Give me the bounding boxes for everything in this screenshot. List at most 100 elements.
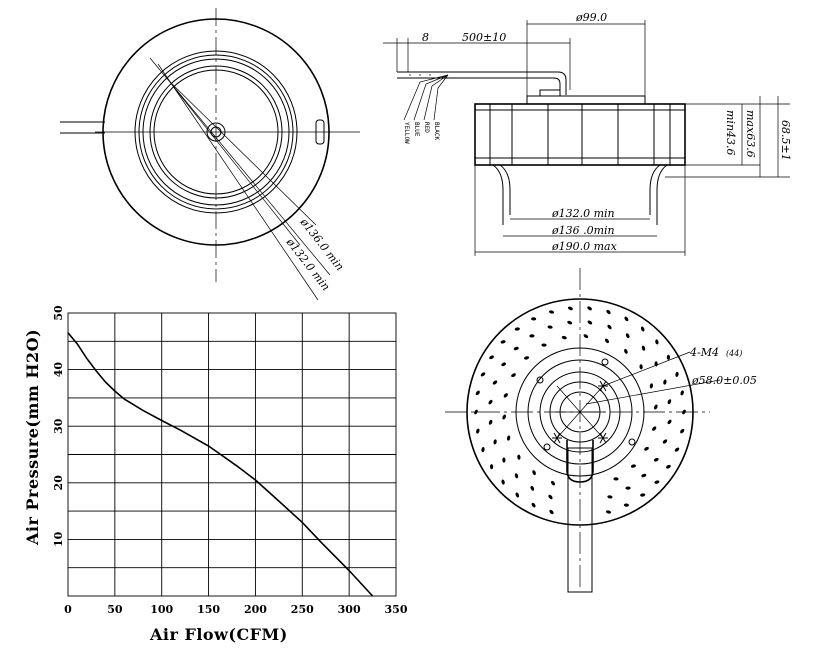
dim-holes-label: 4-M4	[689, 346, 719, 359]
dim-lead-label: 500±10	[462, 31, 506, 44]
series-line	[67, 332, 374, 597]
perforation-dot	[529, 334, 535, 338]
wire-label-2: RED	[423, 122, 430, 133]
perforation-dot	[480, 372, 486, 377]
perforation-dot	[605, 510, 612, 514]
perforation-dot	[475, 390, 480, 396]
perforation-dot	[488, 419, 493, 425]
plan-view: ø136.0 min ø132.0 min	[60, 8, 360, 301]
perforation-dot	[623, 503, 629, 507]
chart-x-ticks: 0 50 100 150 200 250 300 350	[64, 603, 408, 616]
perforation-dot	[604, 338, 610, 344]
perforation-dot	[665, 464, 671, 469]
perforation-dot	[503, 393, 508, 398]
y-tick-label: 20	[52, 475, 65, 491]
perforation-dot	[663, 379, 667, 385]
perforation-dot	[561, 335, 567, 340]
x-tick-label: 350	[385, 603, 408, 616]
perforation-dot	[501, 362, 507, 367]
perforation-dot	[640, 326, 645, 332]
dim-d2-label: ø136 .0min	[551, 224, 615, 237]
pq-chart: 0 50 100 150 200 250 300 350 10 20 30 40 50 Air Flo…	[23, 305, 408, 644]
perforation-dot	[662, 439, 668, 444]
perforation-dot	[655, 339, 659, 345]
perforation-dot	[641, 345, 646, 351]
perforation-dot	[515, 492, 520, 498]
perforation-dot	[517, 454, 521, 460]
perforation-dot	[644, 446, 649, 451]
perforation-dot	[624, 316, 629, 322]
perforation-dot	[531, 317, 537, 321]
perforation-dot	[587, 306, 592, 311]
perforation-dot	[502, 457, 506, 463]
perforation-dot	[625, 333, 630, 339]
perforation-dots	[474, 306, 686, 515]
perforation-dot	[649, 383, 654, 389]
dim-h1-label: min43.6	[724, 110, 737, 156]
perforation-dot	[653, 404, 658, 410]
perforation-dot	[513, 346, 519, 351]
x-tick-label: 0	[64, 603, 72, 616]
perforation-dot	[547, 325, 553, 329]
y-tick-label: 30	[52, 418, 65, 434]
perforation-dot	[476, 428, 480, 434]
perforation-dot	[514, 327, 520, 331]
wire-label-3: BLACK	[433, 122, 440, 140]
perforation-dot	[630, 464, 636, 468]
dim-d3-label: ø190.0 max	[551, 240, 618, 253]
dim-h2-label: max63.6	[744, 110, 757, 158]
perforation-dot	[532, 470, 536, 476]
perforation-dot	[567, 306, 573, 311]
x-tick-label: 50	[107, 603, 123, 616]
dim-8-label: 8	[422, 31, 429, 44]
perforation-dot	[492, 380, 498, 385]
perforation-dot	[549, 509, 554, 515]
side-view: YELLOW BLUE RED BLACK 8 500±10 ø99.0 min…	[383, 11, 792, 256]
x-tick-label: 250	[291, 603, 314, 616]
perforation-dot	[587, 320, 593, 325]
x-tick-label: 150	[197, 603, 220, 616]
y-tick-label: 40	[52, 362, 65, 378]
perforation-dot	[641, 473, 647, 478]
bottom-view: 4-M4 (44) ø58.0±0.05	[445, 268, 757, 593]
perforation-dot	[506, 435, 511, 441]
perforation-dot	[489, 355, 495, 360]
x-tick-label: 200	[244, 603, 267, 616]
perforation-dot	[548, 310, 555, 314]
perforation-dot	[607, 495, 613, 499]
perforation-dot	[583, 334, 589, 339]
perforation-dot	[567, 320, 573, 325]
wire-label-0: YELLOW	[403, 122, 410, 144]
perforation-dot	[541, 343, 547, 347]
perforation-dot	[607, 324, 612, 330]
perforation-dot	[501, 479, 505, 485]
perforation-dot	[511, 373, 516, 378]
perforation-dot	[531, 502, 536, 508]
perforation-dot	[502, 414, 507, 420]
perforation-dot	[493, 439, 497, 445]
perforation-dot	[652, 426, 657, 431]
perforation-dot	[474, 409, 478, 415]
x-axis-label: Air Flow(CFM)	[149, 625, 288, 644]
dim-holes-suffix: (44)	[726, 349, 742, 358]
perforation-dot	[481, 447, 485, 453]
perforation-dot	[548, 494, 553, 500]
perforation-dot	[682, 409, 686, 415]
perforation-dot	[680, 390, 684, 396]
x-tick-label: 100	[150, 603, 173, 616]
y-tick-label: 10	[52, 531, 65, 547]
perforation-dot	[613, 477, 619, 481]
perforation-dot	[625, 486, 631, 490]
perforation-dot	[500, 340, 506, 344]
dim-d1-label: ø132.0 min	[551, 207, 615, 220]
y-axis-label: Air Pressure(mm H2O)	[23, 329, 42, 546]
chart-grid	[67, 312, 397, 597]
wire-label-1: BLUE	[413, 122, 420, 137]
perforation-dot	[488, 399, 493, 405]
perforation-dot	[640, 493, 646, 497]
perforation-dot	[667, 399, 672, 405]
perforation-dot	[674, 447, 680, 452]
x-tick-label: 300	[338, 603, 361, 616]
